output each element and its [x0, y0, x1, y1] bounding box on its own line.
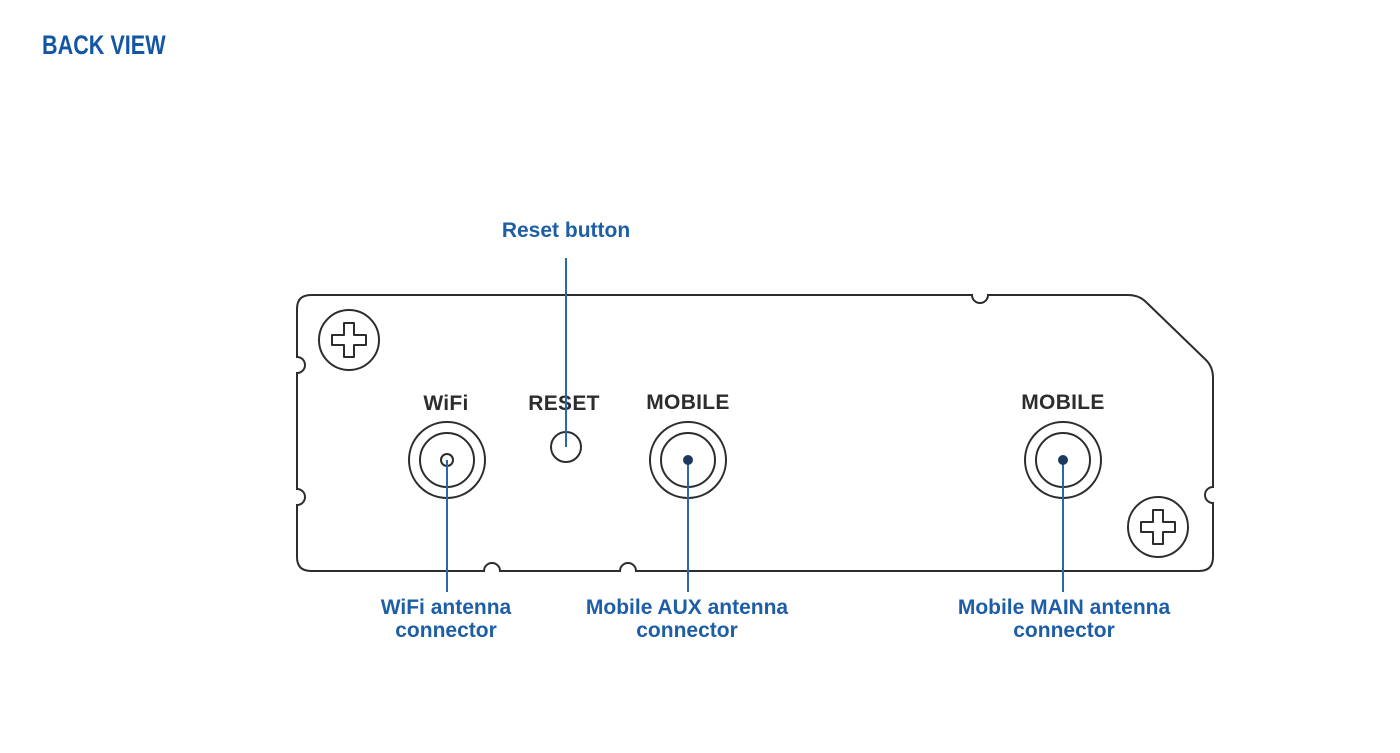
port-label-reset: RESET	[528, 392, 600, 415]
port-label-mobile-aux: MOBILE	[646, 391, 730, 414]
reset-button-icon	[550, 431, 582, 463]
callout-wifi-antenna: WiFi antenna connector	[381, 596, 511, 642]
callout-wifi-antenna-line1: WiFi antenna	[380, 596, 512, 619]
mobile-aux-connector-icon	[649, 421, 727, 499]
port-label-wifi: WiFi	[423, 392, 469, 415]
mobile-aux-center-pin-icon	[683, 455, 693, 465]
callout-mobile-aux-line1: Mobile AUX antenna	[585, 596, 789, 619]
callout-mobile-aux-line2: connector	[636, 619, 738, 642]
wifi-connector-icon	[408, 421, 486, 499]
callout-mobile-aux-antenna: Mobile AUX antenna connector	[586, 596, 788, 642]
callout-mobile-main-antenna: Mobile MAIN antenna connector	[958, 596, 1170, 642]
phillips-screw-icon-top-left	[318, 309, 380, 371]
device-panel-outline	[296, 294, 1214, 572]
phillips-screw-icon-bottom-right	[1127, 496, 1189, 558]
port-label-mobile-main: MOBILE	[1021, 391, 1105, 414]
callout-reset-button: Reset button	[501, 219, 631, 242]
mobile-main-connector-icon	[1024, 421, 1102, 499]
callout-wifi-antenna-line2: connector	[395, 619, 497, 642]
callout-mobile-main-line2: connector	[1013, 619, 1115, 642]
page-title: BACK VIEW	[42, 30, 166, 60]
callout-mobile-main-line1: Mobile MAIN antenna	[957, 596, 1171, 619]
mobile-main-center-pin-icon	[1058, 455, 1068, 465]
